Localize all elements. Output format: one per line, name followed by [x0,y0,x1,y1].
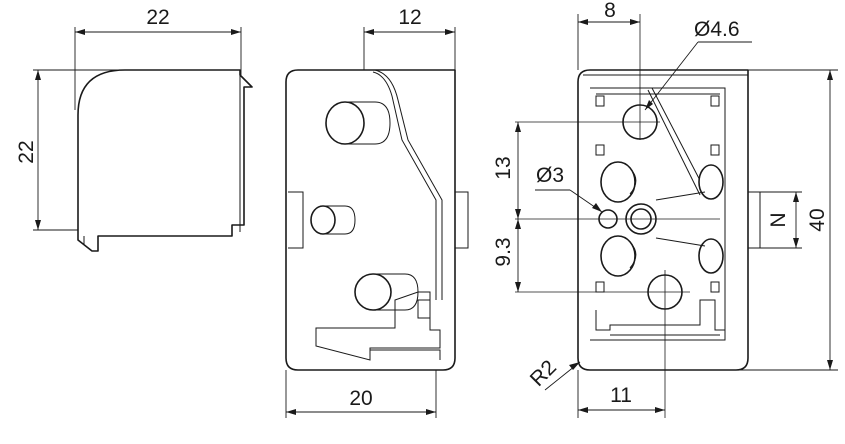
front-view: 12 20 [285,6,469,418]
dim-12: 12 [363,6,456,70]
dim-22-width: 22 [74,6,242,110]
dim-label-22-height: 22 [15,140,38,163]
dim-label-8: 8 [604,0,616,22]
dim-label-n: N [767,212,790,227]
dim-label-dia-3: Ø3 [536,164,564,187]
side-view-outline [77,69,253,252]
dim-8: 8 [577,0,640,70]
dim-20: 20 [285,370,437,418]
dim-dia-3: Ø3 [535,164,603,213]
dim-11: 11 [577,370,665,418]
dim-label-dia-4-6: Ø4.6 [694,18,740,41]
dim-r2: R2 [526,356,581,391]
dim-label-r2: R2 [526,356,561,391]
rear-view-outline [577,69,749,371]
rear-view: 8 Ø4.6 Ø3 13 9.3 [492,0,838,418]
dim-13-9-3: 13 9.3 [492,122,521,292]
dim-40: 40 [736,69,838,371]
dim-label-22-width: 22 [146,6,169,29]
dim-n: N [760,191,802,249]
dim-label-9-3: 9.3 [492,237,515,266]
side-view: 22 22 [15,6,253,252]
dim-22-height: 22 [15,69,120,231]
front-view-outline [285,69,456,371]
dim-label-20: 20 [349,387,372,410]
dim-label-40: 40 [806,208,829,231]
dim-label-11: 11 [610,384,632,407]
dim-label-12: 12 [398,6,421,29]
dim-label-13: 13 [492,156,515,179]
dim-dia-4-6: Ø4.6 [644,18,752,111]
